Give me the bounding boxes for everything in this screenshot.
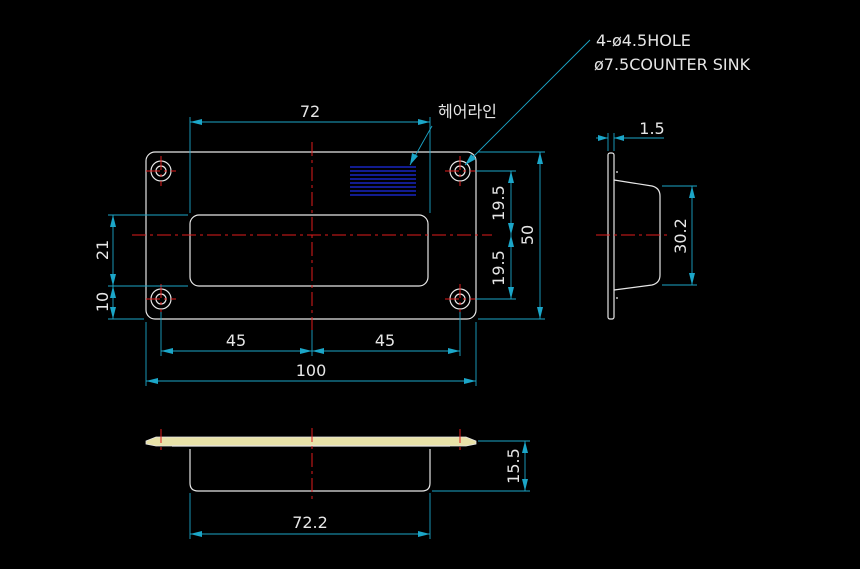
front-extension-lines — [108, 117, 545, 386]
bottom-view: 15.5 72.2 — [145, 428, 530, 539]
side-view: 1.5 30.2 — [596, 119, 697, 320]
front-center-lines — [132, 142, 492, 330]
bottom-extension-lines — [189, 440, 530, 539]
bottom-dimension-lines — [190, 441, 528, 537]
dim-depth: 15.5 — [504, 448, 523, 484]
dim-left-half: 45 — [226, 331, 246, 350]
hairline-hatch — [350, 166, 416, 196]
bottom-flange — [145, 436, 477, 447]
front-dimension-lines — [110, 119, 543, 384]
bottom-cup-profile — [189, 449, 431, 492]
recess-opening — [189, 214, 429, 287]
dim-hole-edge: 10 — [93, 292, 112, 312]
side-extension-lines — [607, 133, 697, 286]
side-plate — [607, 152, 615, 320]
hairline-label: 헤어라인 — [438, 102, 497, 121]
dim-top-width: 72 — [300, 102, 320, 121]
dim-right-half: 45 — [375, 331, 395, 350]
side-dimension-lines — [596, 135, 695, 285]
dim-upper-half: 19.5 — [489, 185, 508, 221]
dim-cup-height: 30.2 — [671, 218, 690, 254]
leader-lines — [409, 39, 591, 166]
front-view: 4-ø4.5HOLE ø7.5COUNTER SINK 헤어라인 72 100 … — [93, 31, 751, 386]
dim-opening-height: 21 — [93, 240, 112, 260]
hole-note-line2: ø7.5COUNTER SINK — [594, 55, 751, 74]
dim-lower-half: 19.5 — [489, 250, 508, 286]
dim-overall-height: 50 — [518, 225, 537, 245]
dim-bottom-width: 72.2 — [292, 513, 328, 532]
hole-note-line1: 4-ø4.5HOLE — [596, 31, 691, 50]
dim-plate-thickness: 1.5 — [639, 119, 664, 138]
dim-overall-width: 100 — [296, 361, 327, 380]
